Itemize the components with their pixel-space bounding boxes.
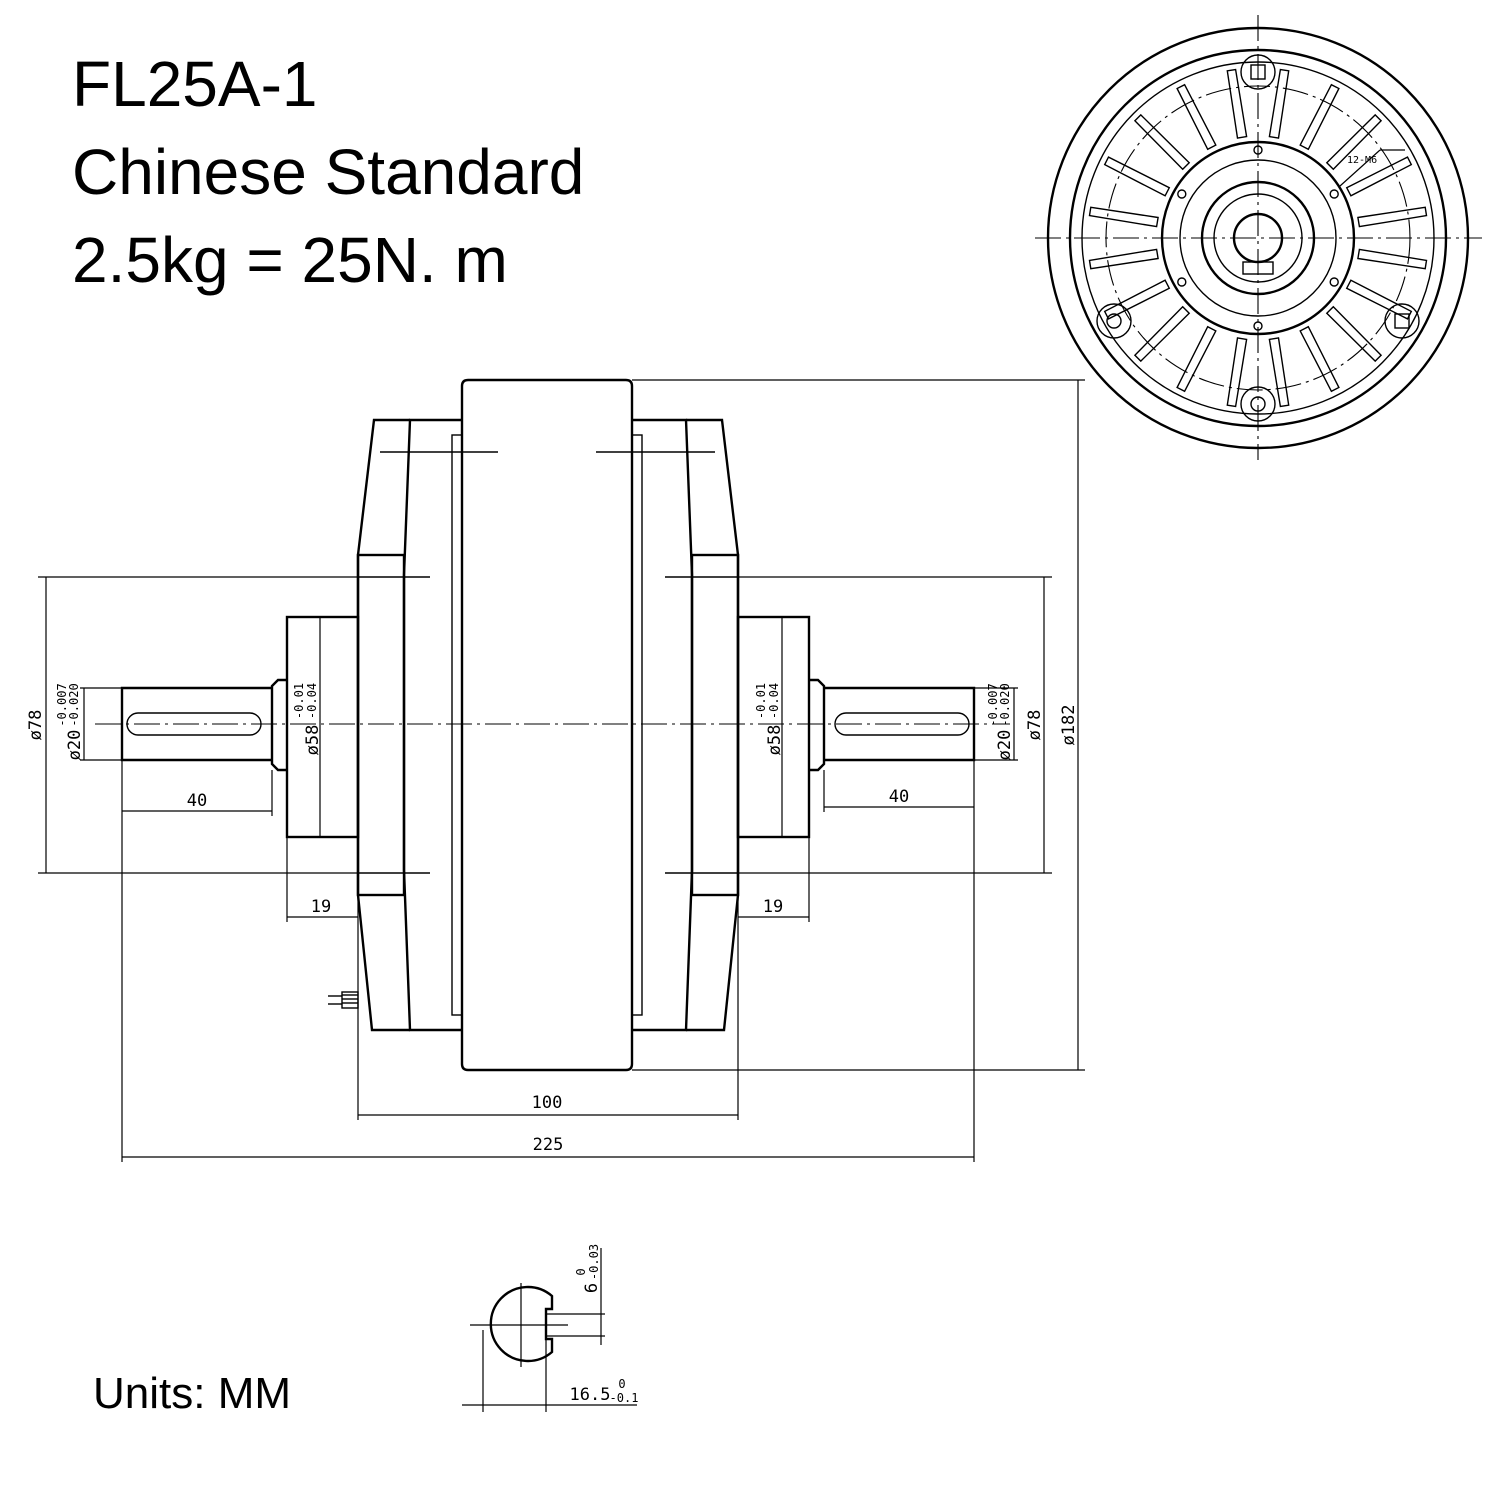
outer-dia: ø182 (1059, 705, 1079, 746)
right-rotor (632, 418, 694, 1032)
cooling-fin (1103, 156, 1171, 197)
left-shaft-tol-lower: -0.020 (67, 683, 81, 726)
cooling-fin (1299, 325, 1340, 393)
mount-bosses (1096, 54, 1420, 422)
standard-label: Chinese Standard (72, 136, 585, 208)
right-air-gap (631, 434, 643, 1016)
cooling-fin (1357, 206, 1428, 228)
key-depth-tol-upper: 0 (618, 1377, 625, 1391)
cooling-fin (1357, 248, 1428, 270)
left-air-gap (451, 434, 463, 1016)
key-depth-tol-lower: -0.1 (610, 1391, 639, 1405)
cooling-fin (1133, 305, 1191, 363)
bolt-callout: 12-M6 (1347, 155, 1377, 166)
right-shaft-dia: ø20 (995, 730, 1015, 761)
cooling-fin (1088, 206, 1159, 228)
right-housing (686, 418, 740, 1032)
cooling-fin (1226, 68, 1248, 139)
right-shaft-tol-upper: -0.007 (986, 683, 1000, 726)
cooling-fin (1133, 113, 1191, 171)
left-shaft-tol-upper: -0.007 (55, 683, 69, 726)
cooling-fin (1345, 279, 1413, 320)
right-shaft-tol-lower: -0.020 (998, 683, 1012, 726)
left-housing (356, 418, 410, 1032)
left-shaft-dia: ø20 (65, 730, 85, 761)
shaft-key-section: 6 0 -0.03 16.5 0 -0.1 (462, 1244, 638, 1412)
right-flange-dia: ø78 (1025, 710, 1045, 741)
cooling-fin (1325, 305, 1383, 363)
left-rotor (402, 418, 462, 1032)
right-hub-dia: ø58 (765, 725, 785, 756)
left-hub-length: 19 (311, 897, 331, 917)
right-bearing-block (690, 553, 740, 897)
left-shaft (120, 678, 287, 772)
bolt-hole (1177, 189, 1187, 199)
cooling-fin (1345, 156, 1413, 197)
right-hub (736, 615, 811, 839)
torque-label: 2.5kg = 25N. m (72, 224, 508, 296)
right-hub-tol-lower: -0.04 (767, 683, 781, 719)
left-keyway (126, 712, 262, 736)
cooling-fin (1088, 248, 1159, 270)
right-shaft (809, 678, 976, 772)
bolt-hole (1329, 277, 1339, 287)
model-title: FL25A-1 (72, 48, 318, 120)
left-shaft-length: 40 (187, 791, 207, 811)
left-bearing-block (356, 553, 406, 897)
front-view: 12-M6 (1035, 15, 1482, 460)
right-hub-length: 19 (763, 897, 783, 917)
body-width: 100 (532, 1093, 563, 1113)
bolt-hole (1177, 277, 1187, 287)
right-hub-tol-upper: -0.01 (754, 683, 768, 719)
cooling-fins (1088, 68, 1428, 408)
side-view (95, 378, 1010, 1072)
right-keyway (834, 712, 970, 736)
right-shaft-length: 40 (889, 787, 909, 807)
overall-length: 225 (533, 1135, 564, 1155)
key-depth: 16.5 (570, 1385, 611, 1405)
cooling-fin (1176, 325, 1217, 393)
terminal-connector (328, 991, 359, 1009)
units-label: Units: MM (93, 1369, 291, 1418)
cooling-fin (1299, 83, 1340, 151)
bolt-holes (1177, 145, 1339, 331)
cooling-fin (1325, 113, 1383, 171)
drum-body (460, 378, 634, 1072)
cooling-fin (1176, 83, 1217, 151)
cooling-fin (1268, 337, 1290, 408)
key-height: 6 (582, 1283, 602, 1293)
key-tol-upper: 0 (574, 1268, 588, 1275)
cooling-fin (1226, 337, 1248, 408)
dimensions: ø78 ø20 -0.007 -0.020 ø58 -0.01 -0.04 40… (26, 379, 1085, 1162)
left-hub (285, 615, 360, 839)
cooling-fin (1103, 279, 1171, 320)
bolt-hole (1253, 321, 1263, 331)
left-hub-dia: ø58 (303, 725, 323, 756)
left-hub-tol-lower: -0.04 (305, 683, 319, 719)
cooling-fin (1268, 68, 1290, 139)
bolt-hole (1329, 189, 1339, 199)
bolt-hole (1253, 145, 1263, 155)
left-flange-dia: ø78 (26, 710, 46, 741)
key-tol-lower: -0.03 (587, 1244, 601, 1280)
left-hub-tol-upper: -0.01 (292, 683, 306, 719)
